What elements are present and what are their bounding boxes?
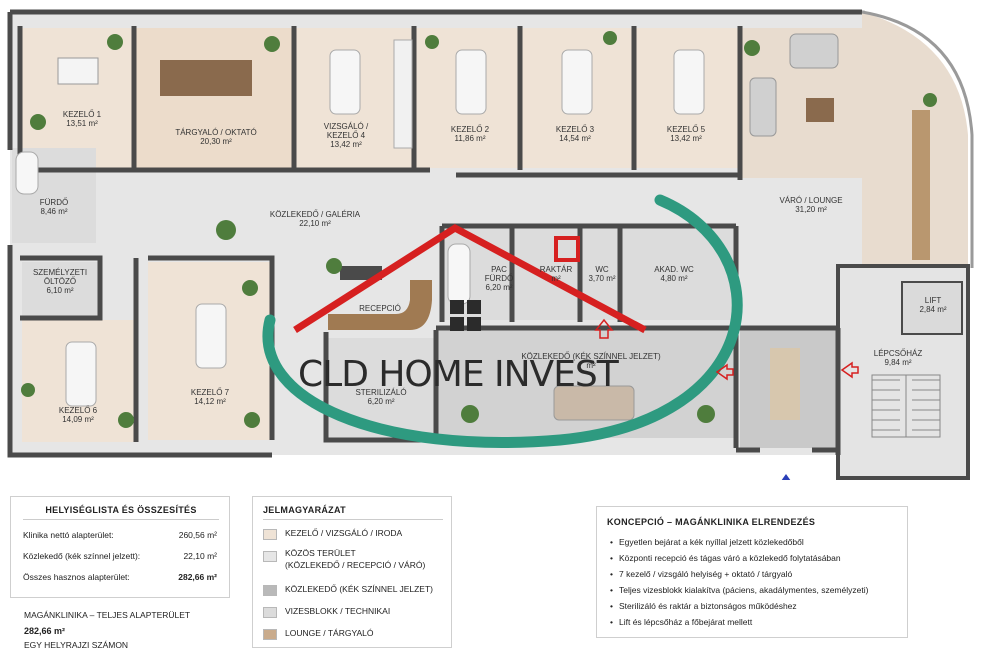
legend-label: KÖZÖS TERÜLET — [285, 548, 356, 558]
concept-item: Teljes vizesblokk kialakítva (páciens, a… — [610, 585, 868, 595]
legend-title: JELMAGYARÁZAT — [263, 505, 346, 515]
concept-item: 7 kezelő / vizsgáló helyiség + oktató / … — [610, 569, 792, 579]
legend-divider — [263, 519, 443, 520]
entrance-arrow-icon — [781, 474, 791, 480]
summary-divider — [23, 519, 219, 520]
summary-title: HELYISÉGLISTA ÉS ÖSSZESÍTÉS — [45, 505, 197, 515]
legend-panel: JELMAGYARÁZAT KEZELŐ / VIZSGÁLÓ / IRODA … — [252, 496, 452, 648]
arrow-wc-icon — [594, 318, 614, 339]
legend-swatch — [263, 529, 277, 540]
summary-footer-value: 282,66 m² — [24, 626, 66, 636]
watermark-roof — [293, 223, 647, 334]
floor-plan — [7, 9, 974, 480]
entrance-rug — [770, 348, 800, 420]
arrow-hall-icon — [715, 363, 734, 381]
legend-swatch — [263, 551, 277, 562]
summary-row-value: 260,56 m² — [178, 530, 217, 540]
summary-row-label: Közlekedő (kék színnel jelzett): — [23, 551, 141, 561]
label-recepcio: RECEPCIÓ — [359, 304, 401, 313]
plants — [21, 31, 937, 428]
watermark-chimney — [554, 236, 580, 262]
watermark-swoosh — [262, 194, 743, 448]
room-szemelyzeti — [22, 262, 98, 317]
legend-swatch — [263, 607, 277, 618]
concept-item: Sterilizáló és raktár a biztonságos műkö… — [610, 601, 797, 611]
concept-item: Lift és lépcsőház a főbejárat mellett — [610, 617, 752, 627]
legend-swatch — [263, 585, 277, 596]
summary-row-value: 282,66 m² — [178, 572, 217, 582]
concept-panel: KONCEPCIÓ – MAGÁNKLINIKA ELRENDEZÉS Egye… — [596, 506, 908, 638]
summary-footer-note: EGY HELYRAJZI SZÁMON — [24, 640, 129, 650]
room-lift — [901, 281, 963, 335]
room-kezelo1 — [22, 28, 134, 168]
legend-label: LOUNGE / TÁRGYALÓ — [285, 628, 374, 638]
stair-steps — [871, 374, 941, 438]
legend-label: KÖZLEKEDŐ (KÉK SZÍNNEL JELZET) — [285, 584, 433, 594]
concept-item: Központi recepció és tágas váró a közlek… — [610, 553, 841, 563]
concept-title: KONCEPCIÓ – MAGÁNKLINIKA ELRENDEZÉS — [607, 517, 816, 527]
furniture — [15, 33, 930, 421]
room-targyalo — [136, 28, 294, 168]
watermark-window — [450, 300, 481, 331]
summary-footer-title: MAGÁNKLINIKA – TELJES ALAPTERÜLET — [24, 610, 191, 620]
legend-label-sub: (KÖZLEKEDŐ / RECEPCIÓ / VÁRÓ) — [285, 560, 426, 570]
summary-row-label: Összes hasznos alapterület: — [23, 572, 130, 582]
curved-wall — [861, 10, 974, 268]
legend-label: VIZESBLOKK / TECHNIKAI — [285, 606, 391, 616]
summary-row-label: Klinika nettó alapterület: — [23, 530, 114, 540]
arrow-stair-icon — [840, 361, 859, 379]
legend-label: KEZELŐ / VIZSGÁLÓ / IRODA — [285, 528, 403, 538]
concept-item: Egyetlen bejárat a kék nyíllal jelzett k… — [610, 537, 804, 547]
summary-row-value: 22,10 m² — [183, 551, 217, 561]
legend-swatch — [263, 629, 277, 640]
label-kozlekedo-kek: KÖZLEKEDŐ (KÉK SZÍNNEL JELZET)m² — [521, 352, 661, 370]
summary-panel: HELYISÉGLISTA ÉS ÖSSZESÍTÉS Klinika nett… — [10, 496, 230, 598]
watermark-text: CLD HOME INVEST — [298, 354, 619, 395]
